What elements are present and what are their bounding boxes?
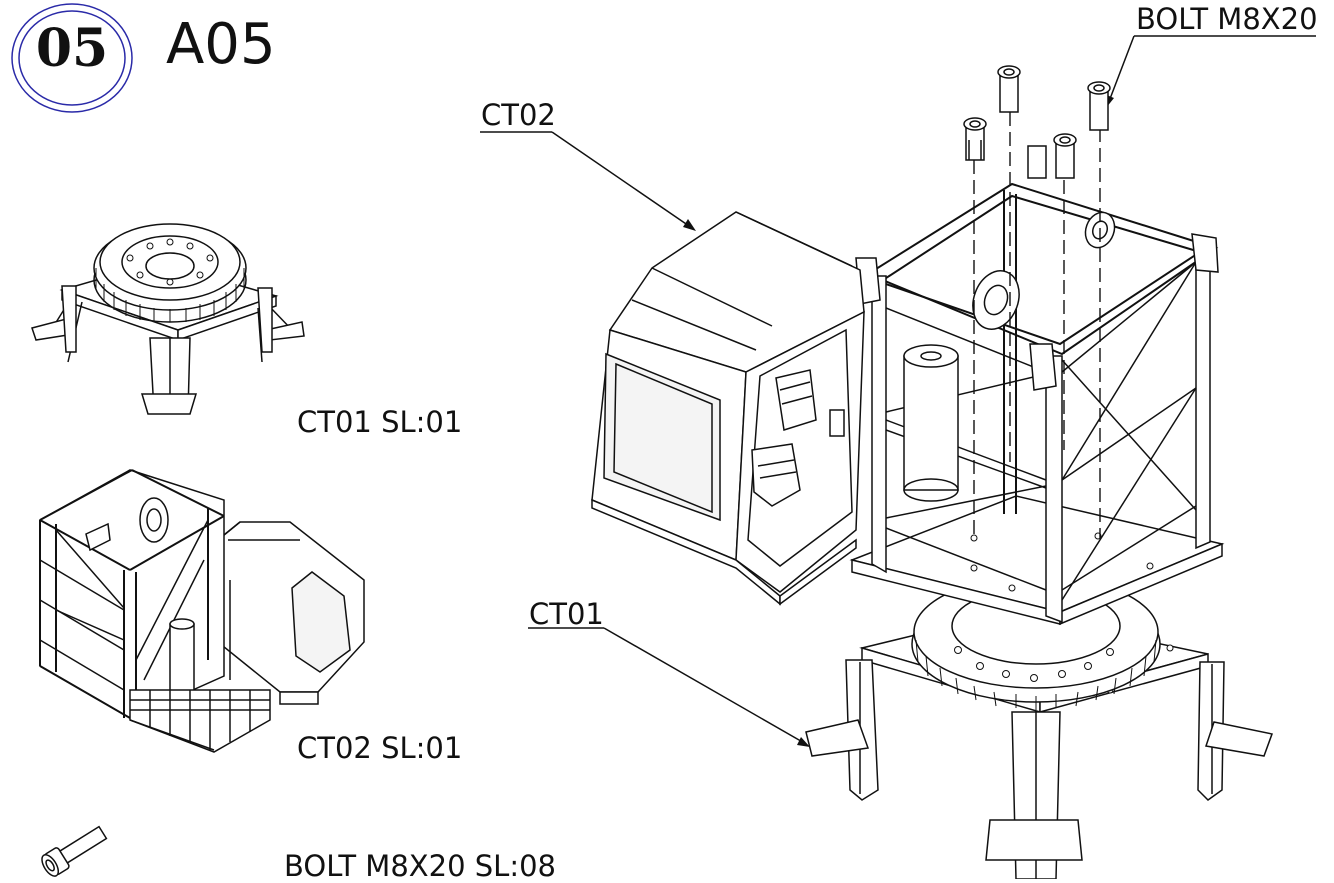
part-label-ct01: CT01 SL:01 (297, 405, 463, 439)
step-title: A05 (166, 12, 276, 77)
step-circle-icon (11, 3, 133, 113)
step-number: 05 (35, 18, 109, 79)
callout-bolt-label: BOLT M8X20 (1136, 2, 1318, 36)
main-bolts (964, 66, 1110, 540)
callout-leaders (480, 36, 1316, 747)
bolt-thumbnail (39, 822, 109, 878)
callout-ct01-label: CT01 (529, 597, 604, 631)
ct01-thumbnail (32, 224, 304, 414)
main-tower-frame (852, 146, 1222, 624)
part-label-bolt: BOLT M8X20 SL:08 (284, 849, 557, 883)
bolt-1 (964, 118, 986, 160)
bolt-4 (1088, 82, 1110, 130)
part-label-ct02: CT02 SL:01 (297, 731, 463, 765)
main-cabin (592, 212, 864, 604)
bolt-2 (998, 66, 1020, 112)
bolt-3 (1054, 134, 1076, 178)
ct02-thumbnail (40, 470, 364, 752)
step-number-badge: 05 (10, 2, 134, 114)
callout-ct02-label: CT02 (481, 98, 556, 132)
